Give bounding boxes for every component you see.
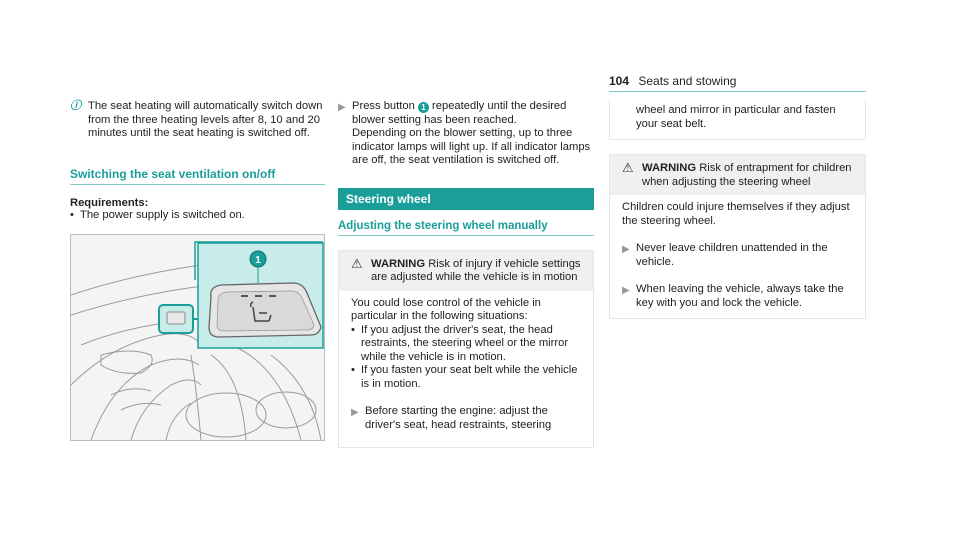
step-text-post: repeatedly until the desired blower sett… (352, 100, 567, 126)
step-arrow-icon: ▶ (622, 244, 630, 255)
column-3: wheel and mirror in particular and faste… (609, 100, 866, 319)
warning-triangle-icon: ⚠ (622, 160, 634, 175)
requirement-text: The power supply is switched on. (80, 208, 245, 221)
warning-bullet: • If you adjust the driver's seat, the h… (351, 324, 585, 365)
requirements-label: Requirements: (70, 196, 149, 209)
warning-step: ▶ When leaving the vehicle, always take … (622, 283, 857, 310)
step-text-pre: Press button (352, 100, 415, 112)
bullet-icon: • (70, 208, 74, 221)
step-arrow-icon: ▶ (351, 407, 359, 418)
page-header: 104 Seats and stowing (609, 74, 736, 88)
warning-step-text: Before starting the engine: adjust the d… (365, 405, 552, 431)
step-text: Press button 1 repeatedly until the desi… (352, 100, 594, 127)
section-title-ventilation: Switching the seat ventilation on/off (70, 167, 325, 185)
section-name: Seats and stowing (638, 74, 737, 88)
info-note-icon: ⓘ (70, 100, 81, 112)
bullet-icon: • (351, 323, 355, 336)
warning-step: ▶ Before starting the engine: adjust the… (351, 405, 585, 432)
warning-triangle-icon: ⚠ (351, 255, 363, 271)
warning-body: You could lose control of the vehicle in… (339, 291, 593, 441)
warning-body-text: You could lose control of the vehicle in… (351, 296, 541, 323)
figure-callout-number: 1 (255, 255, 261, 266)
page-number: 104 (609, 74, 630, 88)
warning-header: ⚠ WARNING Risk of entrapment for childre… (610, 155, 865, 195)
warning-step: ▶ Never leave children unattended in the… (622, 242, 857, 269)
warning-step-text: Never leave children unattended in the v… (636, 242, 828, 268)
warning-head-text: Risk of injury if vehicle settings are a… (371, 257, 581, 284)
warning-box-motion: ⚠ WARNING Risk of injury if vehicle sett… (338, 249, 594, 448)
step-arrow-icon: ▶ (622, 285, 630, 296)
note: ⓘ The seat heating will automatically sw… (70, 100, 325, 141)
requirement-item: • The power supply is switched on. (70, 209, 325, 223)
seat-ventilation-figure: 1 (70, 234, 325, 441)
warning-body-text: Children could injure themselves if they… (622, 201, 850, 227)
button-number-badge: 1 (417, 102, 429, 113)
subsection-title-adjusting: Adjusting the steering wheel manually (338, 220, 594, 236)
warning-continuation-text: wheel and mirror in particular and faste… (636, 104, 836, 130)
warning-step-text: When leaving the vehicle, always take th… (636, 283, 844, 309)
note-text: The seat heating will automatically swit… (88, 100, 323, 139)
warning-bullet: • If you fasten your seat belt while the… (351, 364, 585, 391)
warning-bullet-text: If you fasten your seat belt while the v… (361, 364, 578, 390)
warning-header: ⚠ WARNING Risk of injury if vehicle sett… (339, 250, 593, 291)
step-press-button: ▶ Press button 1 repeatedly until the de… (338, 100, 594, 168)
warning-label: WARNING (642, 162, 697, 174)
door-panel-illustration: 1 (70, 235, 324, 441)
column-2: ▶ Press button 1 repeatedly until the de… (338, 100, 594, 448)
step-detail: Depending on the blower setting, up to t… (352, 127, 591, 166)
header-rule (609, 91, 866, 92)
warning-bullet-text: If you adjust the driver's seat, the hea… (361, 323, 569, 363)
warning-continuation: wheel and mirror in particular and faste… (609, 100, 866, 140)
warning-label: WARNING (371, 257, 426, 270)
step-arrow-icon: ▶ (338, 102, 346, 113)
column-1: ⓘ The seat heating will automatically sw… (70, 100, 325, 441)
warning-body: Children could injure themselves if they… (610, 195, 865, 318)
bullet-icon: • (351, 364, 355, 376)
warning-box-entrapment: ⚠ WARNING Risk of entrapment for childre… (609, 154, 866, 319)
warning-head-text: Risk of entrapment for children when adj… (642, 162, 852, 188)
section-bar-steering-wheel: Steering wheel (338, 187, 594, 210)
